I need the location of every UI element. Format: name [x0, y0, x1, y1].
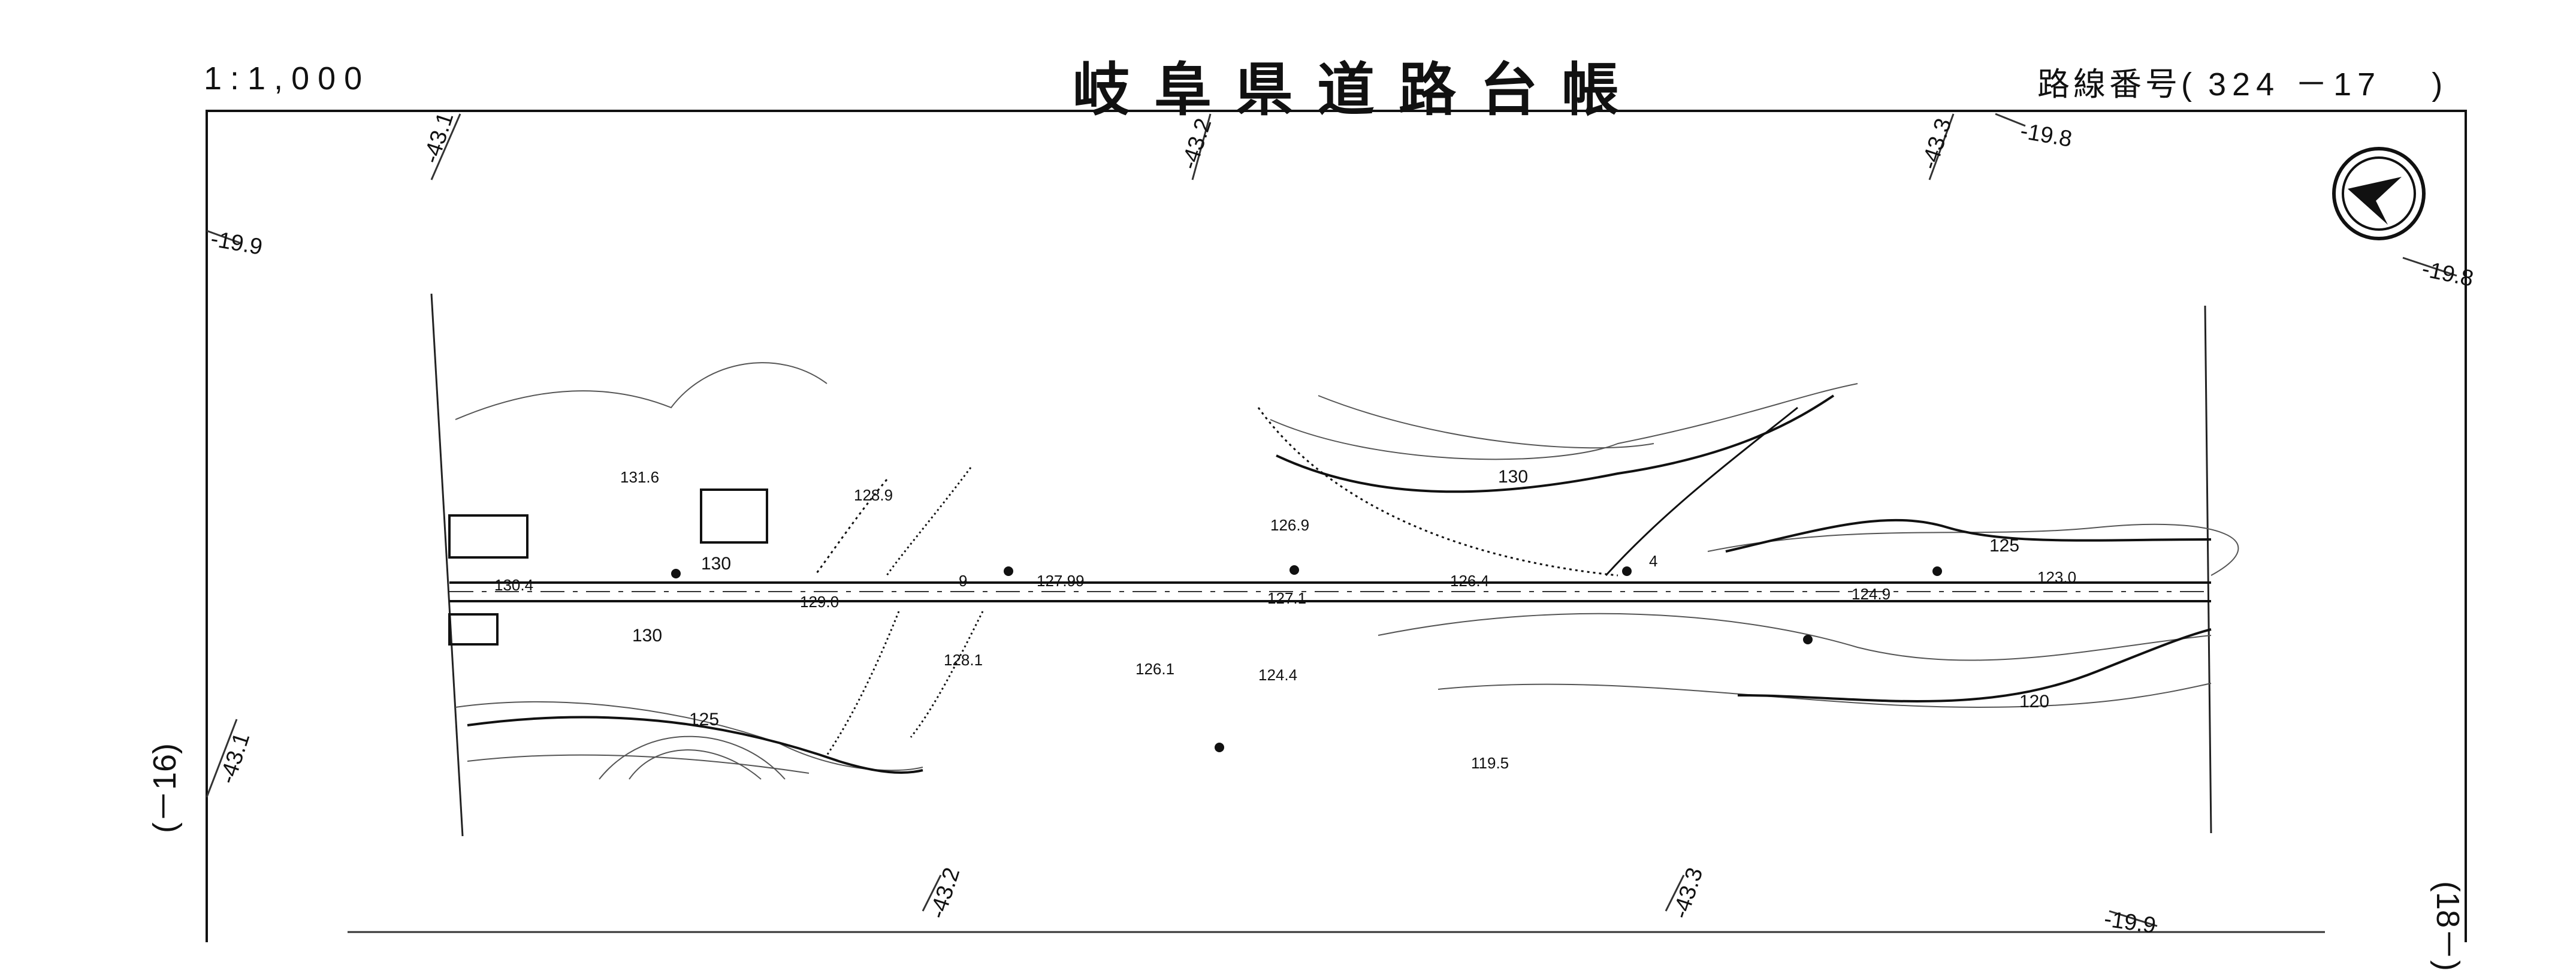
spot-height: 127.1: [1267, 589, 1306, 607]
spot-height: 127.99: [1037, 572, 1085, 590]
grid-ticks: [206, 113, 2457, 933]
route-number-value: 324 －17: [2208, 67, 2382, 102]
map-scale: 1:1,000: [204, 61, 371, 97]
contour-label: 130: [632, 626, 662, 646]
north-arrow-icon: [2332, 147, 2426, 240]
spot-height: 129.0: [800, 593, 839, 611]
grid-label-right-1: -19.8: [2420, 257, 2475, 292]
spot-height: 126.9: [1270, 516, 1309, 534]
map-markers: 4 9: [959, 552, 1657, 590]
route-number-label: 路線番号( 324 －17 ): [2037, 58, 2446, 105]
spot-height: 126.4: [1450, 572, 1489, 590]
survey-points: [671, 565, 1942, 752]
grid-label-top-4: -19.8: [2018, 119, 2074, 152]
route-label-text: 路線番号: [2037, 67, 2181, 102]
grid-label-top-1: -43.1: [419, 109, 459, 166]
contour-label: 120: [2019, 692, 2049, 711]
road: [449, 581, 2211, 602]
route-mark: 9: [959, 572, 967, 590]
spot-height: 128.1: [944, 651, 983, 669]
contour-labels: 130 130 130 125 125 120: [632, 467, 2049, 729]
grid-label-top-2: -43.2: [1177, 115, 1217, 172]
slope-hatching: [814, 406, 1798, 756]
grid-label-bottom-3: -19.9: [2103, 906, 2158, 939]
spot-heights: 131.6 128.9 130.4 129.0 128.1 126.1 127.…: [494, 468, 2076, 772]
route-close-paren: ): [2432, 67, 2447, 102]
building-outlines: [448, 488, 768, 646]
contour-label: 130: [701, 554, 731, 574]
spot-height: 119.5: [1471, 754, 1509, 772]
spot-height: 126.1: [1136, 660, 1174, 678]
spot-height: 124.4: [1258, 666, 1297, 684]
spot-height: 123.0: [2037, 568, 2076, 586]
page-title: 岐阜県道路台帳: [1073, 56, 1643, 123]
spot-height: 128.9: [854, 486, 893, 504]
bench-mark-label: 4: [1649, 552, 1657, 570]
spot-height: 130.4: [494, 576, 533, 594]
index-contours: [467, 394, 2212, 774]
route-open-paren: (: [2181, 67, 2196, 102]
grid-label-top-3: -43.3: [1917, 115, 1957, 172]
map-frame: [206, 110, 2467, 942]
spot-height: 131.6: [620, 468, 659, 486]
survey-sheet-boundary: [430, 293, 2212, 837]
contour-label: 125: [1989, 536, 2019, 556]
contour-label: 130: [1498, 467, 1528, 487]
grid-label-left-1: -19.9: [209, 227, 264, 260]
contour-label: 125: [689, 710, 719, 729]
spot-height: 124.9: [1852, 585, 1891, 603]
road-map-sheet: -43.1 -43.2 -43.3 -19.8 -19.9 -43.1 -19.…: [206, 109, 2476, 942]
grid-labels: -43.1 -43.2 -43.3 -19.8 -19.9 -43.1 -19.…: [209, 109, 2475, 939]
